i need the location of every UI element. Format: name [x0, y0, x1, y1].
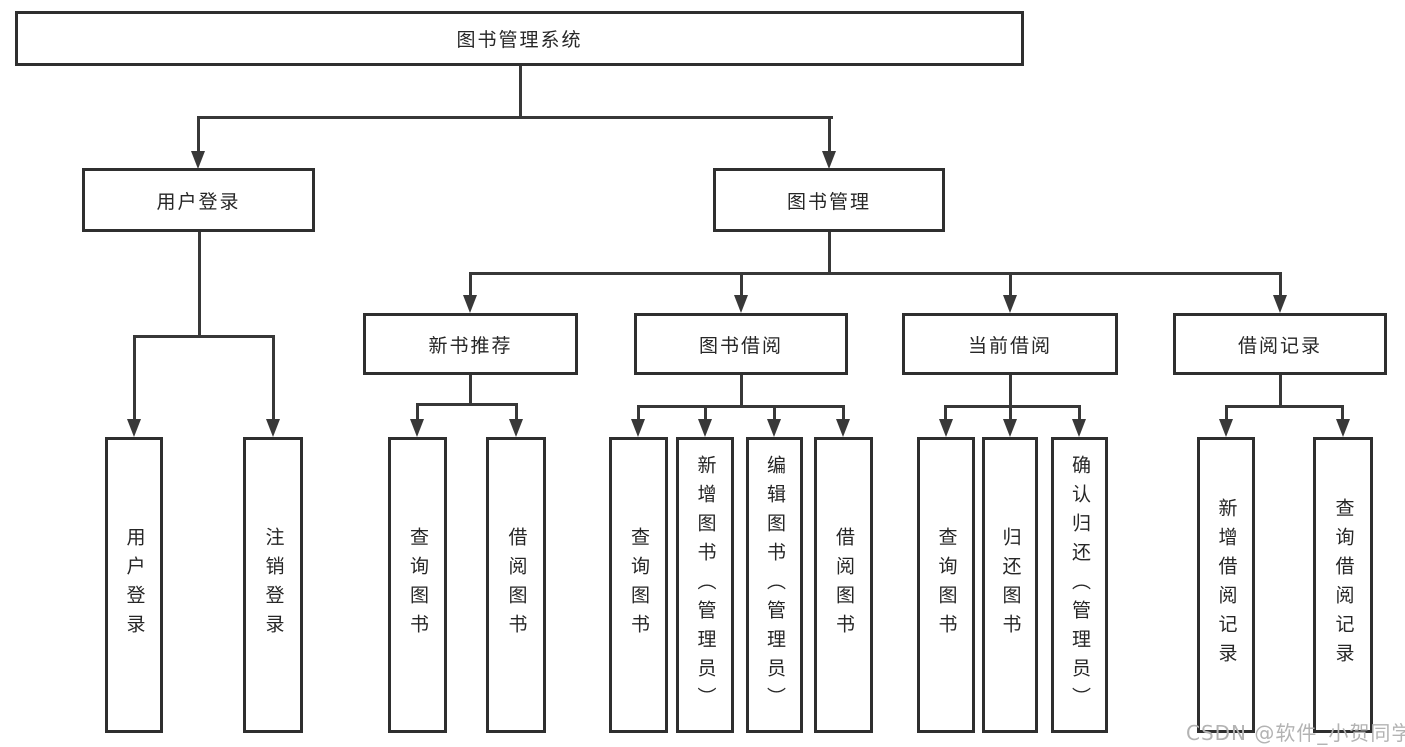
connector-line [637, 405, 640, 422]
arrow-down-icon [191, 151, 205, 169]
arrow-down-icon [1219, 419, 1233, 437]
connector-line [740, 375, 743, 408]
connector-line [1225, 405, 1344, 408]
leaf-label: 查询图书 [628, 527, 650, 643]
connector-line [704, 405, 707, 422]
leaf-label: 确认归还（管理员） [1069, 454, 1091, 716]
connector-line [828, 231, 831, 275]
connector-line [416, 403, 419, 422]
connector-line [469, 272, 472, 298]
leaf-label: 借阅图书 [505, 527, 528, 643]
leaf-edit-books-admin: 编辑图书（管理员） [746, 437, 803, 733]
connector-line [1009, 272, 1012, 298]
leaf-label: 新增借阅记录 [1215, 498, 1238, 672]
node-new-book-recommend: 新书推荐 [363, 313, 578, 375]
leaf-query-books-current: 查询图书 [917, 437, 975, 733]
arrow-down-icon [1003, 419, 1017, 437]
leaf-add-borrow-record: 新增借阅记录 [1197, 437, 1255, 733]
leaf-add-books-admin: 新增图书（管理员） [676, 437, 734, 733]
node-book-management: 图书管理 [713, 168, 945, 232]
connector-line [1279, 375, 1282, 408]
arrow-down-icon [822, 151, 836, 169]
node-root: 图书管理系统 [15, 11, 1024, 66]
arrow-down-icon [509, 419, 523, 437]
arrow-down-icon [463, 295, 477, 313]
connector-line [944, 405, 947, 422]
arrow-down-icon [698, 419, 712, 437]
arrow-down-icon [836, 419, 850, 437]
connector-line [272, 335, 275, 422]
connector-line [198, 231, 201, 338]
arrow-down-icon [939, 419, 953, 437]
connector-line [133, 335, 136, 422]
connector-line [197, 116, 200, 154]
arrow-down-icon [631, 419, 645, 437]
connector-line [519, 66, 522, 119]
leaf-label: 查询图书 [935, 527, 958, 643]
leaf-return-books: 归还图书 [982, 437, 1038, 733]
leaf-logout: 注销登录 [243, 437, 303, 733]
watermark: CSDN @软件_小贺同学 [1186, 721, 1405, 745]
arrow-down-icon [1273, 295, 1287, 313]
connector-line [515, 403, 518, 422]
connector-line [197, 116, 833, 119]
connector-line [1078, 405, 1081, 422]
connector-line [1279, 272, 1282, 298]
connector-line [944, 405, 1081, 408]
connector-line [133, 335, 275, 338]
leaf-label: 查询图书 [407, 527, 429, 643]
connector-line [842, 405, 845, 422]
leaf-label: 注销登录 [262, 527, 285, 643]
node-user-login: 用户登录 [82, 168, 315, 232]
leaf-confirm-return-admin: 确认归还（管理员） [1051, 437, 1108, 733]
connector-line [773, 405, 776, 422]
leaf-borrow-books-recommend: 借阅图书 [486, 437, 546, 733]
arrow-down-icon [266, 419, 280, 437]
connector-line [637, 405, 845, 408]
connector-line [1009, 375, 1012, 408]
connector-line [416, 403, 518, 406]
leaf-query-books-borrow: 查询图书 [609, 437, 668, 733]
node-current-borrow: 当前借阅 [902, 313, 1118, 375]
arrow-down-icon [1072, 419, 1086, 437]
arrow-down-icon [767, 419, 781, 437]
connector-line [740, 272, 743, 298]
arrow-down-icon [1003, 295, 1017, 313]
connector-line [1341, 405, 1344, 422]
connector-line [469, 272, 1282, 275]
leaf-label: 用户登录 [123, 527, 146, 643]
leaf-label: 借阅图书 [833, 527, 855, 643]
connector-line [1009, 405, 1012, 422]
connector-line [1225, 405, 1228, 422]
leaf-label: 新增图书（管理员） [694, 454, 717, 716]
leaf-label: 查询借阅记录 [1332, 498, 1355, 672]
leaf-label: 编辑图书（管理员） [764, 454, 786, 716]
leaf-query-books-recommend: 查询图书 [388, 437, 447, 733]
node-book-borrow: 图书借阅 [634, 313, 848, 375]
leaf-borrow-books-borrow: 借阅图书 [814, 437, 873, 733]
arrow-down-icon [734, 295, 748, 313]
connector-line [469, 375, 472, 406]
leaf-label: 归还图书 [999, 527, 1022, 643]
node-borrow-records: 借阅记录 [1173, 313, 1387, 375]
connector-line [828, 116, 831, 154]
leaf-user-login: 用户登录 [105, 437, 163, 733]
leaf-query-borrow-record: 查询借阅记录 [1313, 437, 1373, 733]
arrow-down-icon [127, 419, 141, 437]
arrow-down-icon [1336, 419, 1350, 437]
arrow-down-icon [410, 419, 424, 437]
